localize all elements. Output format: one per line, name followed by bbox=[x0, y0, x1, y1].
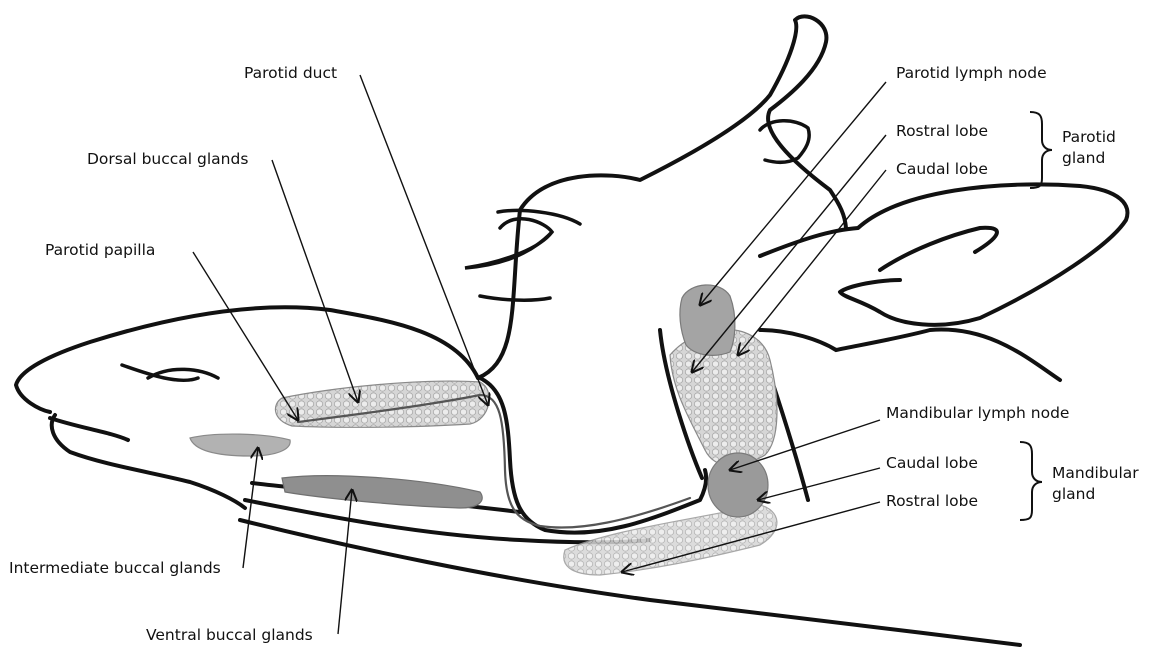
mandibular-bracket bbox=[1020, 442, 1042, 520]
arrow-mandibular-caudal bbox=[758, 468, 880, 500]
label-parotid-papilla: Parotid papilla bbox=[45, 241, 155, 259]
leader-arrows bbox=[193, 75, 886, 634]
arrow-parotid-rostral bbox=[692, 135, 886, 372]
label-parotid-lymph-node: Parotid lymph node bbox=[896, 64, 1047, 82]
arrow-parotid-lymph-node bbox=[700, 82, 886, 305]
arrow-parotid-duct bbox=[360, 75, 488, 405]
arrow-ventral-buccal bbox=[338, 490, 352, 634]
nostril bbox=[122, 365, 218, 380]
arrow-parotid-caudal bbox=[738, 170, 886, 355]
label-parotid-gland: Parotid gland bbox=[1062, 127, 1152, 169]
arrow-parotid-papilla bbox=[193, 252, 298, 420]
horn bbox=[760, 121, 809, 163]
label-parotid-rostral-lobe: Rostral lobe bbox=[896, 122, 988, 140]
mandibular-lymph-node bbox=[708, 453, 768, 517]
arrow-dorsal-buccal bbox=[272, 160, 358, 402]
label-intermediate-buccal-glands: Intermediate buccal glands bbox=[9, 559, 221, 577]
label-mandibular-rostral-lobe: Rostral lobe bbox=[886, 492, 978, 510]
parotid-bracket bbox=[1030, 112, 1052, 188]
label-parotid-caudal-lobe: Caudal lobe bbox=[896, 160, 988, 178]
ear bbox=[760, 184, 1127, 324]
label-parotid-duct: Parotid duct bbox=[244, 64, 337, 82]
eye bbox=[465, 211, 580, 301]
ventral-buccal-glands bbox=[282, 476, 482, 508]
label-dorsal-buccal-glands: Dorsal buccal glands bbox=[87, 150, 248, 168]
label-ventral-buccal-glands: Ventral buccal glands bbox=[146, 626, 313, 644]
label-mandibular-gland: Mandibular gland bbox=[1052, 463, 1142, 505]
label-mandibular-caudal-lobe: Caudal lobe bbox=[886, 454, 978, 472]
label-mandibular-lymph-node: Mandibular lymph node bbox=[886, 404, 1069, 422]
intermediate-buccal-glands bbox=[190, 434, 290, 456]
